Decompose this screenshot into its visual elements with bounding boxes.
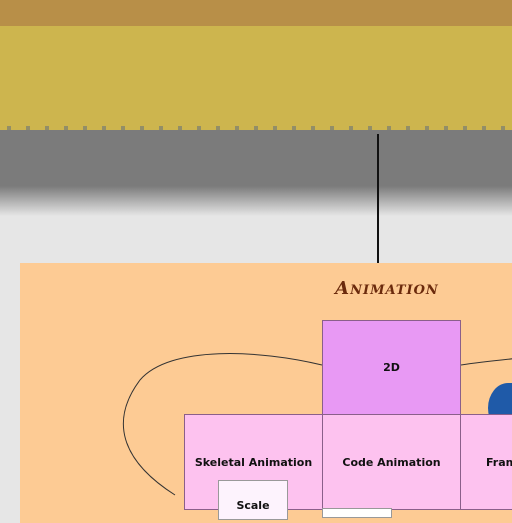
node-scale-label: Scale xyxy=(236,499,270,512)
node-frame-animation-label: Fram xyxy=(486,455,512,469)
connector-line xyxy=(377,134,379,263)
freehand-loop-curve xyxy=(122,353,512,496)
node-2d-label: 2D xyxy=(383,361,400,374)
node-2d[interactable]: 2D xyxy=(322,320,461,415)
node-blank[interactable] xyxy=(322,508,392,518)
background-band-brown xyxy=(0,0,512,30)
background-band-gray xyxy=(0,130,512,192)
node-code-animation[interactable]: Code Animation xyxy=(322,414,461,510)
node-code-animation-label: Code Animation xyxy=(342,455,441,469)
node-frame-animation[interactable]: Fram xyxy=(460,414,512,510)
node-skeletal-animation-label: Skeletal Animation xyxy=(194,455,313,469)
node-skeletal-animation[interactable]: Skeletal Animation xyxy=(184,414,323,510)
node-scale[interactable]: Scale xyxy=(218,480,288,520)
background-band-fade xyxy=(0,186,512,216)
diagram-title: Animation xyxy=(335,278,439,299)
